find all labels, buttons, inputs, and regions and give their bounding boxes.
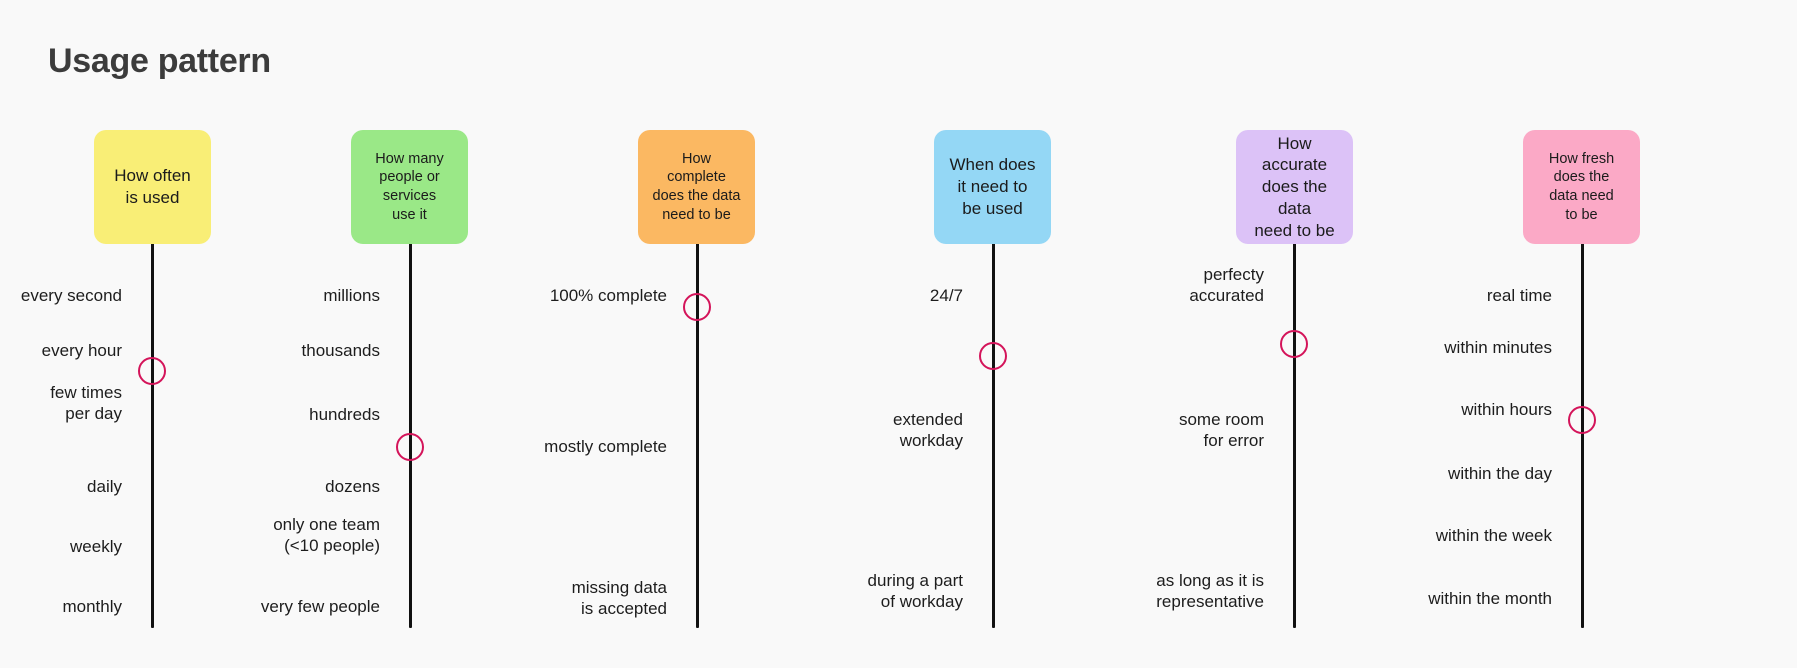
axis-card-label: When does it need to be used (949, 155, 1036, 218)
selection-marker-how-often-is-used[interactable] (138, 357, 166, 385)
axis-line-how-many-people-or-services-use-it (409, 130, 412, 628)
axis-card-how-often-is-used[interactable]: How often is used (94, 130, 211, 244)
axis-option-label[interactable]: extended workday (893, 410, 963, 450)
axis-card-label: How often is used (114, 166, 191, 207)
axis-option-label[interactable]: real time (1486, 286, 1552, 305)
axis-option-label[interactable]: hundreds (309, 405, 380, 424)
axis-card-label: How accurate does the data need to be (1254, 133, 1335, 240)
axis-line-when-does-it-need-to-be-used (992, 130, 995, 628)
axis-option-label[interactable]: within hours (1461, 400, 1552, 419)
axis-option-label[interactable]: very few people (260, 597, 380, 616)
axis-option-label[interactable]: mostly complete (544, 437, 667, 456)
axis-option-label[interactable]: within minutes (1444, 338, 1552, 357)
axis-card-label: How fresh does the data need to be (1548, 150, 1615, 223)
selection-marker-how-accurate-does-the-data-need-to-be[interactable] (1280, 330, 1308, 358)
axis-option-label[interactable]: monthly (62, 597, 122, 616)
axis-option-label[interactable]: within the month (1428, 589, 1552, 608)
axis-option-label[interactable]: thousands (301, 341, 380, 360)
axis-card-when-does-it-need-to-be-used[interactable]: When does it need to be used (934, 130, 1051, 244)
page-title: Usage pattern (48, 42, 271, 80)
axis-option-label[interactable]: missing data is accepted (571, 578, 667, 618)
axis-option-label[interactable]: perfecty accurated (1189, 265, 1264, 305)
axis-line-how-fresh-does-the-data-need-to-be (1581, 130, 1584, 628)
selection-marker-how-fresh-does-the-data-need-to-be[interactable] (1568, 406, 1596, 434)
axis-option-label[interactable]: weekly (70, 537, 122, 556)
axis-option-label[interactable]: millions (323, 286, 380, 305)
selection-marker-when-does-it-need-to-be-used[interactable] (979, 342, 1007, 370)
axis-option-label[interactable]: every second (20, 286, 122, 305)
axis-option-label[interactable]: dozens (325, 477, 380, 496)
selection-marker-how-complete-does-the-data-need-to-be[interactable] (683, 293, 711, 321)
axis-option-label[interactable]: during a part of workday (867, 571, 963, 611)
axis-option-label[interactable]: only one team (<10 people) (273, 515, 380, 555)
axis-option-label[interactable]: 24/7 (929, 286, 963, 305)
axis-line-how-complete-does-the-data-need-to-be (696, 130, 699, 628)
axis-card-label: How complete does the data need to be (652, 150, 741, 223)
axis-option-label[interactable]: 100% complete (549, 286, 667, 305)
axis-option-label[interactable]: every hour (41, 341, 122, 360)
axis-option-label[interactable]: within the week (1435, 526, 1552, 545)
axis-card-how-accurate-does-the-data-need-to-be[interactable]: How accurate does the data need to be (1236, 130, 1353, 244)
axis-option-label[interactable]: some room for error (1178, 410, 1264, 450)
axis-option-label[interactable]: few times per day (50, 383, 122, 423)
axis-option-label[interactable]: as long as it is representative (1156, 571, 1264, 611)
axis-card-how-complete-does-the-data-need-to-be[interactable]: How complete does the data need to be (638, 130, 755, 244)
selection-marker-how-many-people-or-services-use-it[interactable] (396, 433, 424, 461)
axis-line-how-accurate-does-the-data-need-to-be (1293, 130, 1296, 628)
axis-card-how-fresh-does-the-data-need-to-be[interactable]: How fresh does the data need to be (1523, 130, 1640, 244)
axis-option-label[interactable]: daily (87, 477, 122, 496)
axis-card-how-many-people-or-services-use-it[interactable]: How many people or services use it (351, 130, 468, 244)
axis-card-label: How many people or services use it (375, 150, 444, 223)
axis-option-label[interactable]: within the day (1448, 464, 1552, 483)
